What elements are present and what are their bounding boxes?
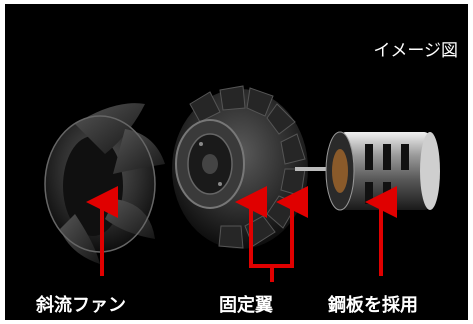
motor-shaft bbox=[295, 167, 340, 171]
fixed-vane-housing bbox=[172, 85, 308, 249]
exploded-view-illustration bbox=[44, 85, 440, 282]
label-steel-plate: 鋼板を採用 bbox=[328, 295, 418, 316]
label-mixed-flow-fan: 斜流ファン bbox=[36, 295, 126, 316]
steel-plate-motor bbox=[325, 131, 440, 211]
exploded-motor-photo: イメージ図 斜流ファン 固定翼 鋼板を採用 bbox=[5, 4, 468, 320]
mixed-flow-fan bbox=[44, 103, 165, 264]
callout-arrows bbox=[86, 186, 397, 282]
label-fixed-vane: 固定翼 bbox=[219, 295, 273, 316]
image-caption: イメージ図 bbox=[373, 41, 458, 61]
